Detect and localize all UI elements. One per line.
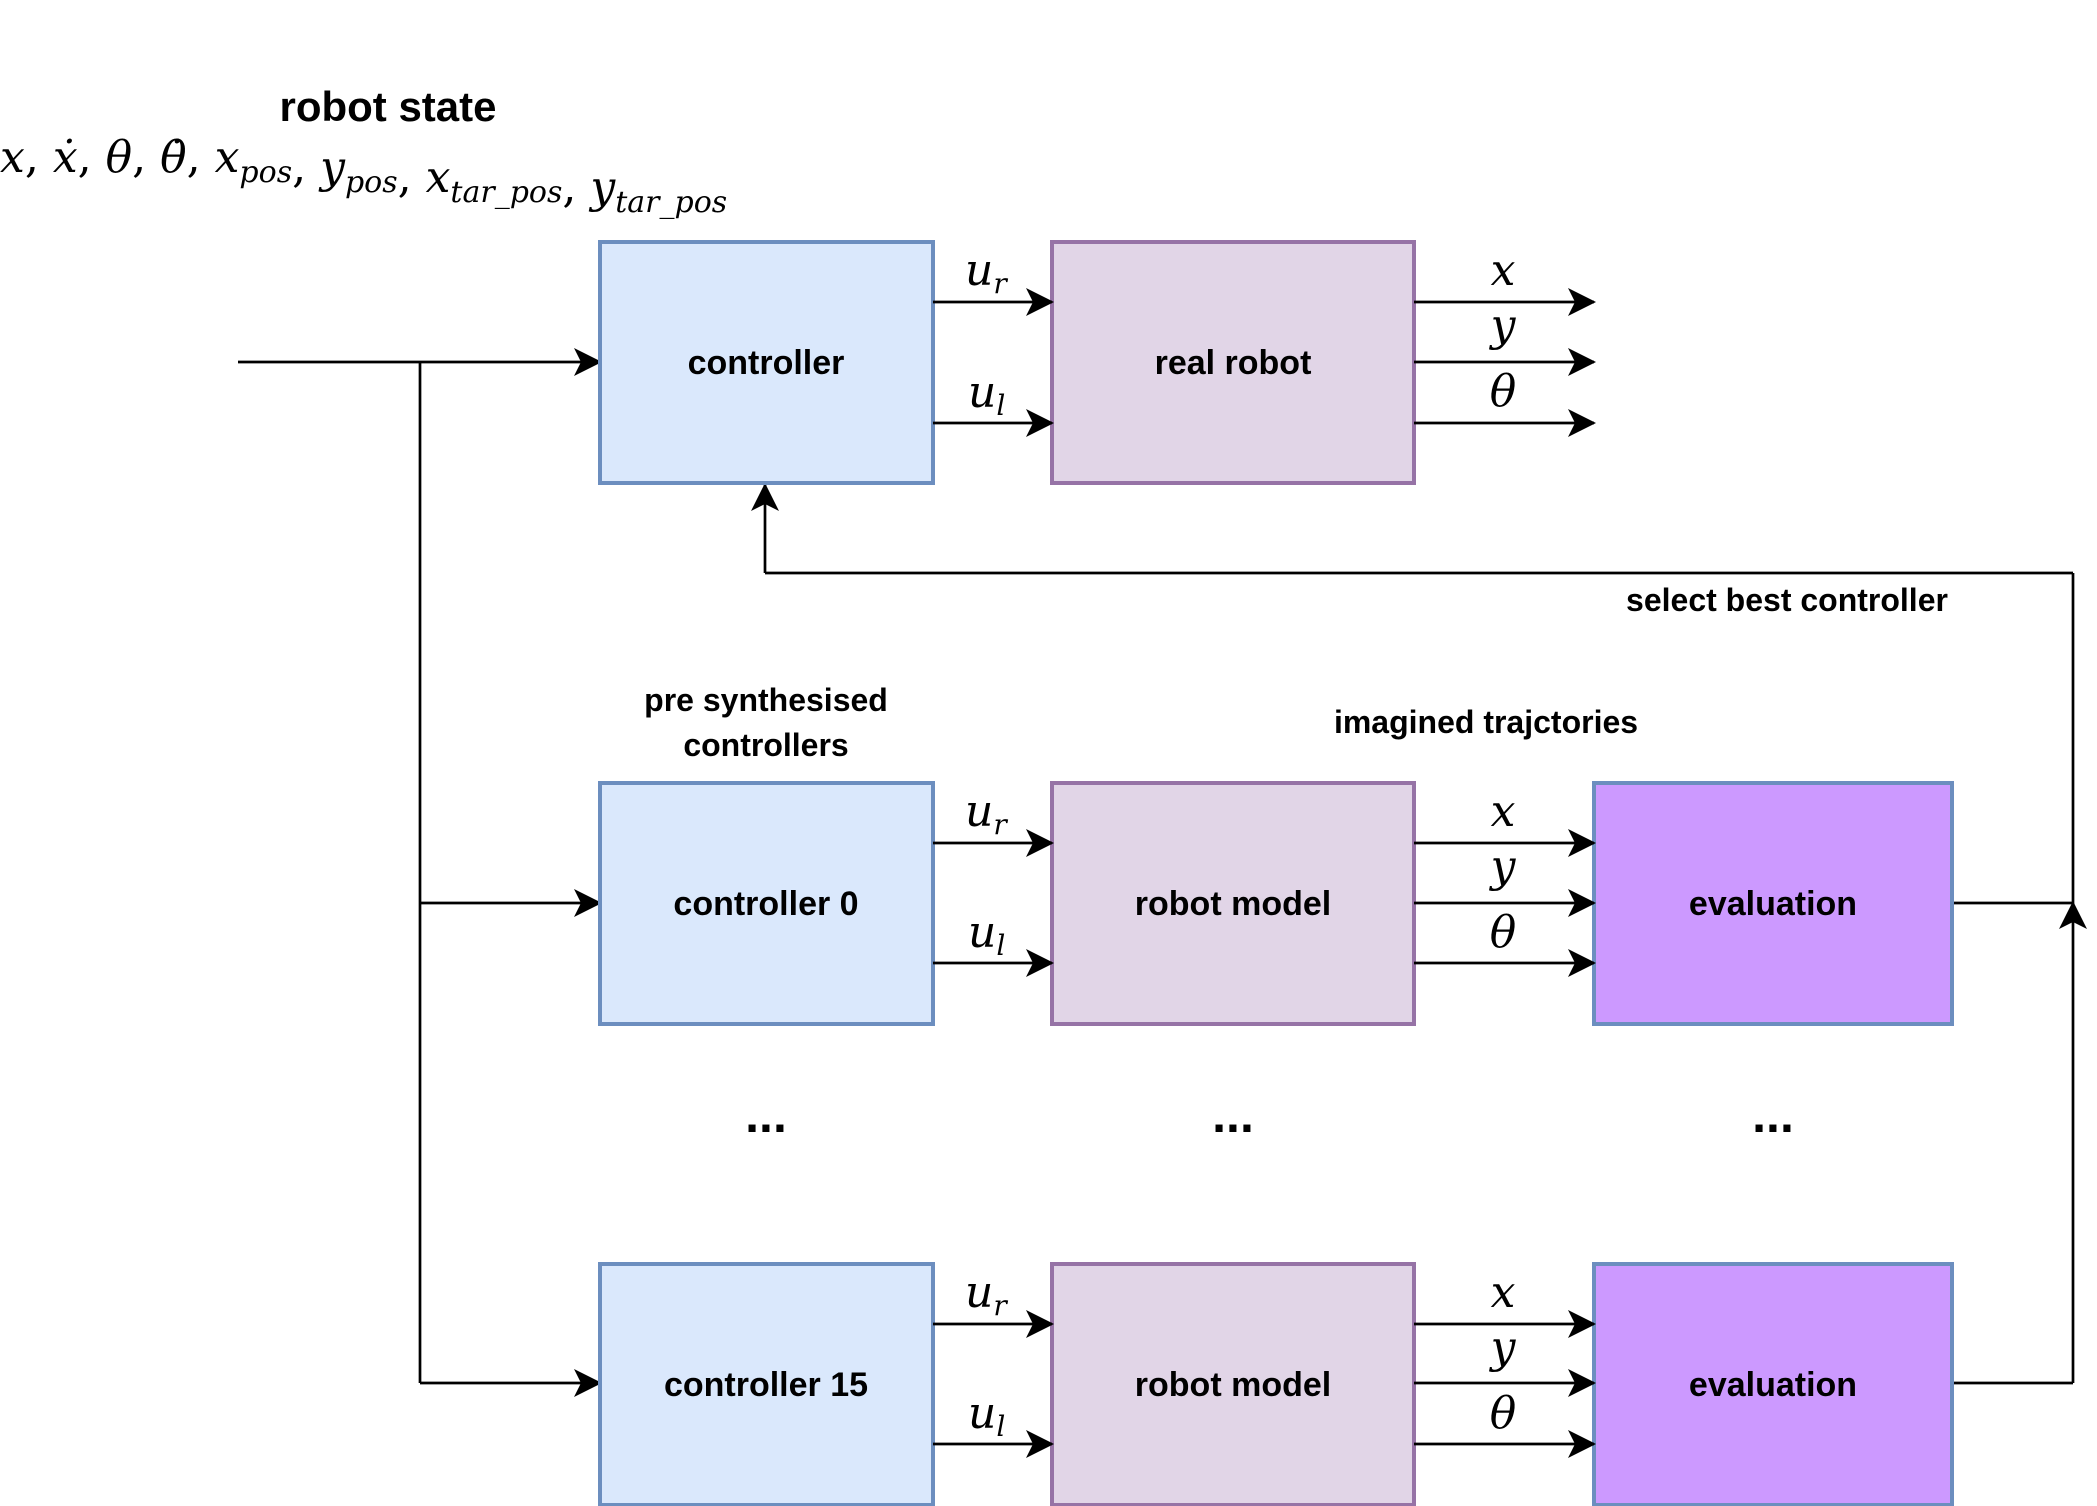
state-var-5-subscript: pos — [345, 165, 398, 200]
ellipsis-robot-models: ... — [1212, 1087, 1254, 1143]
ul-label-15: ul — [968, 1388, 1005, 1443]
x-label-top: x — [1491, 245, 1516, 296]
row-controller-15: controller 15 robot model evaluation ur … — [598, 1262, 1954, 1506]
top-row: controller real robot ur ul x y θ — [598, 240, 1596, 485]
x-label-15: x — [1491, 1267, 1516, 1318]
state-var-2: θ — [106, 132, 133, 183]
input-distribution-lines — [238, 348, 602, 1397]
ur-label-top: ur — [965, 245, 1008, 300]
controller-box — [598, 240, 935, 485]
evaluation-15-box — [1592, 1262, 1954, 1506]
robot-state-variables: x, ẋ, θ, θ̇, xpos, ypos, xtar_pos, ytar… — [0, 132, 727, 220]
robot-model-15-label: robot model — [1135, 1366, 1331, 1404]
state-var-4-subscript: pos — [239, 155, 292, 190]
state-var-6-subscript: tar_pos — [450, 175, 562, 210]
pre-synthesised-label-line1: pre synthesised — [644, 682, 888, 718]
state-var-6: x — [426, 152, 451, 203]
ur-label-15: ur — [965, 1267, 1008, 1322]
controller-15-box — [598, 1262, 935, 1506]
theta-label-top: θ — [1490, 366, 1517, 417]
state-var-3: θ̇ — [160, 132, 187, 183]
y-label-15: y — [1489, 1322, 1517, 1373]
ul-label-0: ul — [968, 907, 1005, 962]
pre-synthesised-label-line2: controllers — [683, 727, 848, 763]
state-vector-text: x, ẋ, θ, θ̇, xpos, ypos, xtar_pos, ytar… — [0, 132, 727, 220]
evaluation-15-label: evaluation — [1689, 1366, 1857, 1404]
controller-0-box — [598, 781, 935, 1026]
robot-model-0-label: robot model — [1135, 885, 1331, 923]
robot-model-15-box — [1050, 1262, 1416, 1506]
x-label-0: x — [1491, 786, 1516, 837]
theta-label-15: θ — [1490, 1388, 1517, 1439]
robot-model-0-box — [1050, 781, 1416, 1026]
state-var-0: x — [0, 132, 25, 183]
select-best-controller-label: select best controller — [1626, 582, 1948, 618]
evaluation-0-label: evaluation — [1689, 885, 1857, 923]
row-controller-0: controller 0 robot model evaluation ur u… — [598, 781, 1954, 1026]
controller-label: controller — [688, 344, 845, 382]
ul-label-top: ul — [968, 367, 1005, 422]
ellipsis-controllers: ... — [745, 1087, 787, 1143]
feedback-lines — [751, 483, 2087, 1385]
state-var-7: y — [588, 162, 616, 213]
controller-0-label: controller 0 — [673, 885, 858, 923]
state-var-4: x — [215, 132, 240, 183]
ellipsis-evaluations: ... — [1752, 1087, 1794, 1143]
state-var-7-subscript: tar_pos — [615, 185, 727, 220]
imagined-trajectories-label: imagined trajctories — [1334, 704, 1638, 740]
real-robot-box — [1050, 240, 1416, 485]
y-label-0: y — [1489, 841, 1517, 892]
controller-15-label: controller 15 — [664, 1366, 868, 1404]
state-var-5: y — [318, 142, 346, 193]
state-var-1: ẋ — [53, 132, 78, 183]
y-label-top: y — [1489, 300, 1517, 351]
theta-label-0: θ — [1490, 907, 1517, 958]
robot-state-title: robot state — [279, 83, 496, 130]
real-robot-label: real robot — [1155, 344, 1312, 382]
ur-label-0: ur — [965, 786, 1008, 841]
